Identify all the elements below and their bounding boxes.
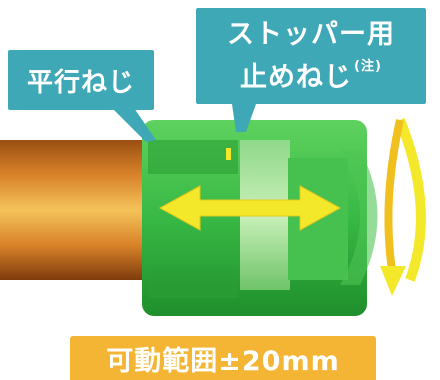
rotation-arrow-icon: [380, 118, 426, 296]
parallel-thread-pointer: [112, 108, 156, 142]
stopper-screw-pointer: [232, 104, 256, 132]
stopper-screw-label: ストッパー用 止めねじ(注): [196, 8, 426, 104]
parallel-thread-label: 平行ねじ: [8, 50, 154, 110]
stopper-screw-label-line1: ストッパー用: [227, 18, 395, 50]
movable-range-label: 可動範囲±20mm: [70, 336, 376, 380]
stopper-screw-label-text: 止めねじ: [240, 61, 353, 93]
horizontal-double-arrow-icon: [158, 185, 342, 231]
green-housing: [142, 120, 378, 316]
stopper-screw-mark: [226, 148, 231, 160]
note-marker: (注): [354, 58, 382, 74]
stopper-screw-label-line2: 止めねじ(注): [240, 54, 382, 97]
